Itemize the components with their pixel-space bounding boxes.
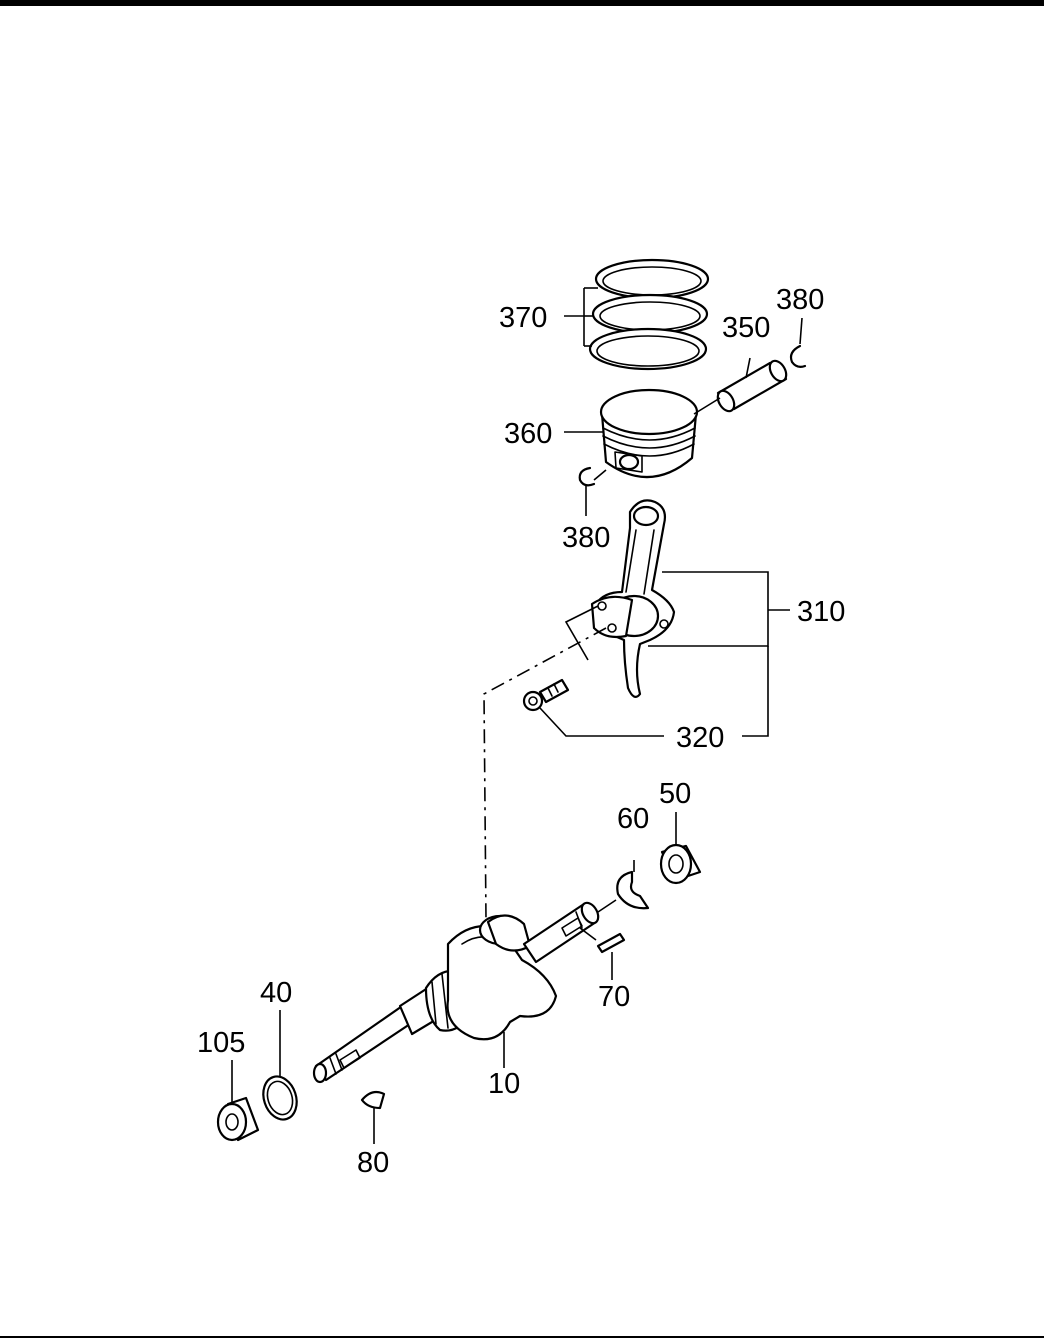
callout-310: 310 [797,596,845,628]
callout-380-top: 380 [776,284,824,316]
crankshaft [314,900,602,1082]
callout-320: 320 [676,722,724,754]
bearing-right [661,845,700,883]
callout-80: 80 [357,1147,389,1179]
callout-70: 70 [598,981,630,1013]
dowel-pin [580,928,624,952]
callout-10: 10 [488,1068,520,1100]
snap-ring-left [580,468,606,485]
callout-105: 105 [197,1027,245,1059]
callout-60: 60 [617,803,649,835]
piston-rings [590,260,708,369]
callout-360: 360 [504,418,552,450]
assembly-centerline [484,628,606,920]
piston [601,390,697,477]
washer [598,872,648,912]
callout-370: 370 [499,302,547,334]
callout-40: 40 [260,977,292,1009]
piston-pin [694,358,790,414]
rod-bolt [524,680,568,710]
snap-ring-right [791,346,805,367]
callout-380-bottom: 380 [562,522,610,554]
bearing-left [218,1098,258,1140]
callout-350: 350 [722,312,770,344]
washer-left [258,1072,302,1124]
callout-50: 50 [659,778,691,810]
woodruff-key [362,1092,384,1108]
